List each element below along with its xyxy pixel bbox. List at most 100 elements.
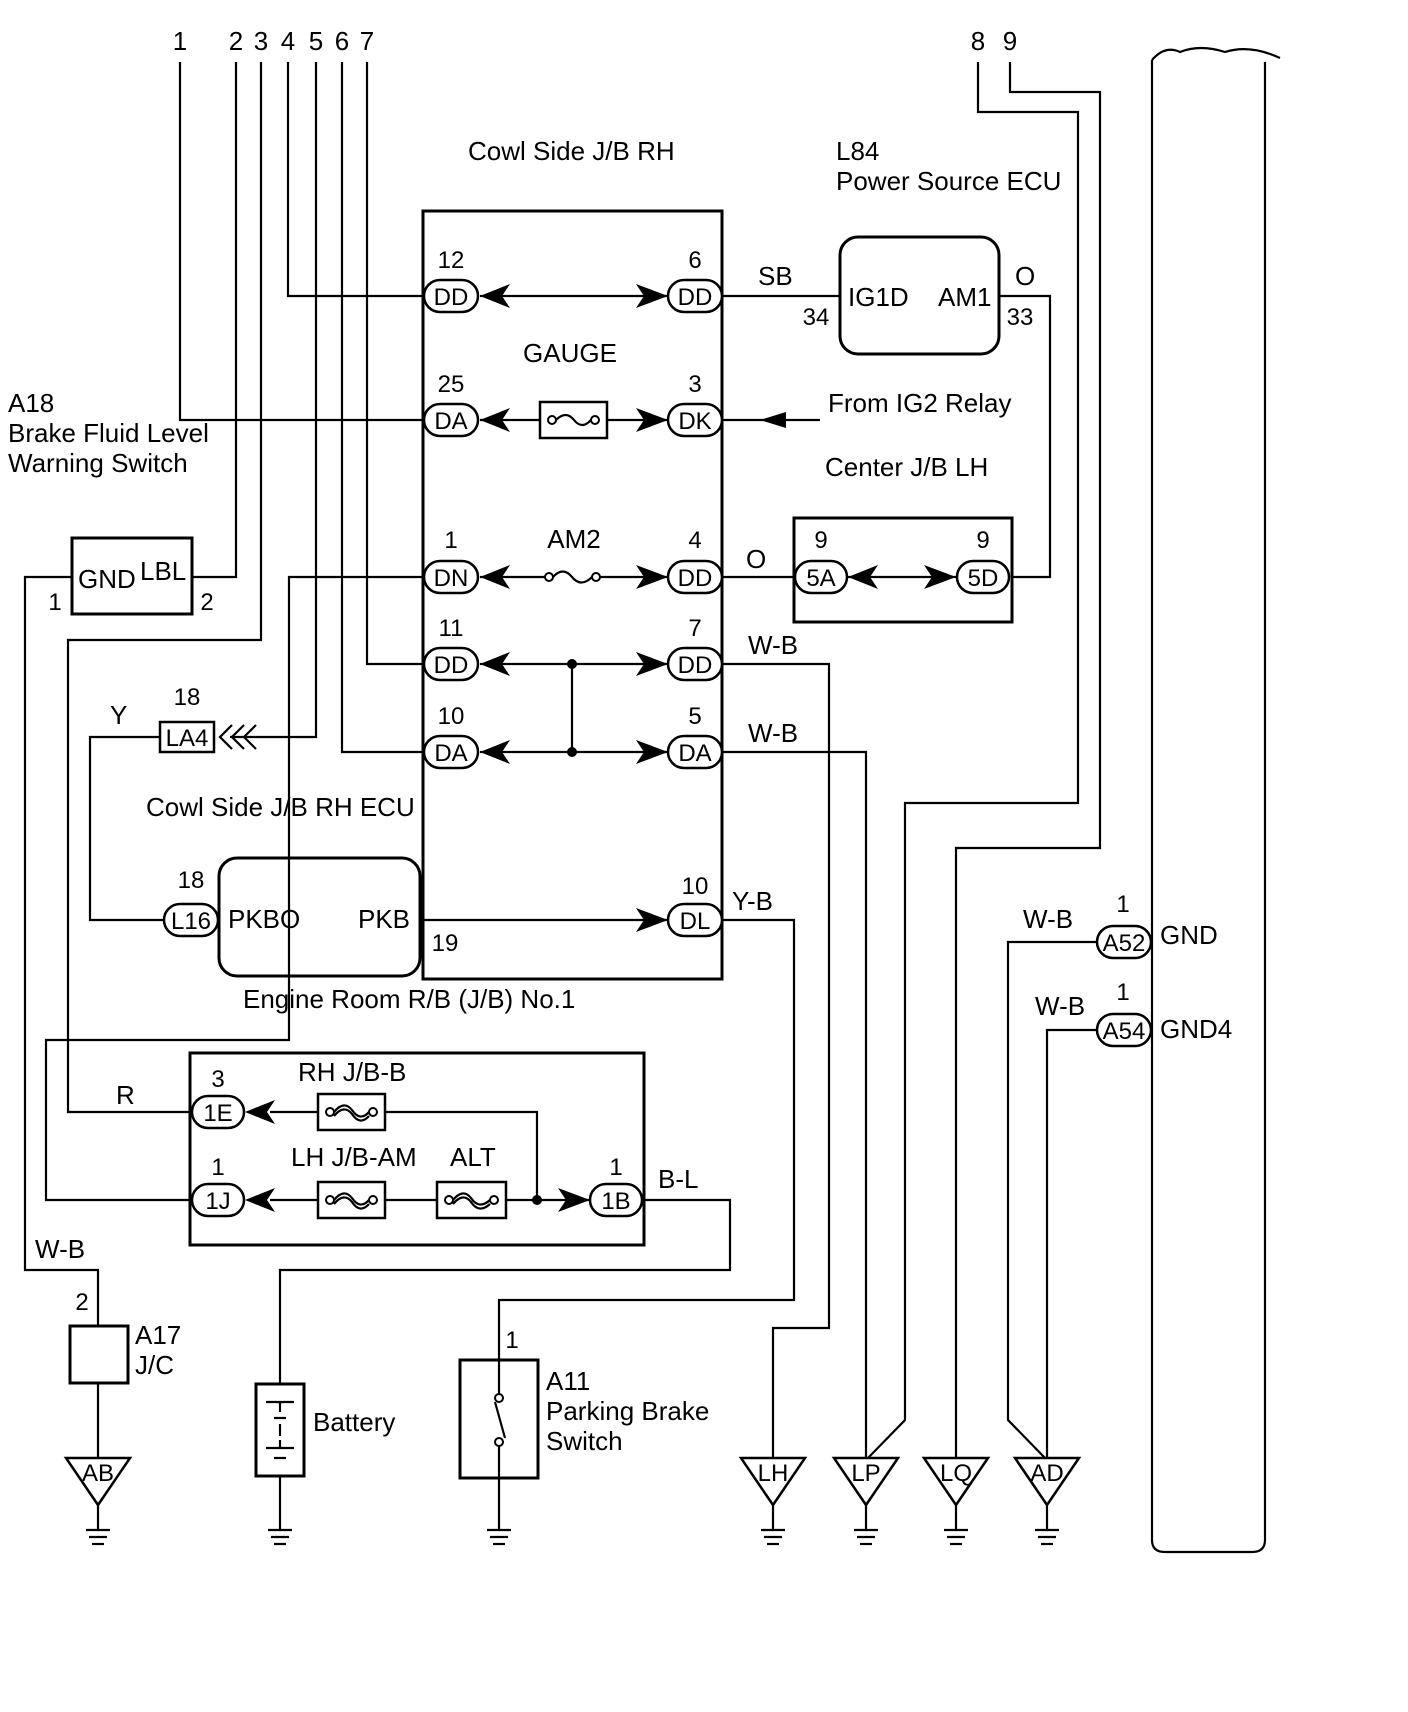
ground-label: LQ <box>940 1460 972 1487</box>
col-3: 3 <box>254 26 268 56</box>
pin-number: 10 <box>438 703 465 730</box>
wire-color-wb-a52: W-B <box>1023 904 1073 934</box>
a11-label: A11 <box>546 1366 590 1396</box>
l84-label: L84 <box>836 136 879 166</box>
pin-number: 9 <box>814 527 827 554</box>
junction-dot <box>567 747 577 757</box>
connector-label: DK <box>678 408 711 435</box>
connector-la4-18 <box>158 720 216 754</box>
rh-jb-b-fuse <box>316 1092 387 1132</box>
pin-number: 1 <box>211 1154 224 1181</box>
pin-number: 9 <box>976 527 989 554</box>
wire-color-r: R <box>116 1080 135 1110</box>
ground-label: LH <box>758 1460 789 1487</box>
connector-label: 1B <box>601 1188 630 1215</box>
connector-label: DD <box>434 284 469 311</box>
ground-battery <box>268 1528 292 1546</box>
col-1: 1 <box>173 26 187 56</box>
connector-da-5 <box>666 734 724 770</box>
junction-dot <box>532 1195 542 1205</box>
pin-number: 18 <box>174 684 201 711</box>
pin-number: 34 <box>803 304 830 331</box>
connector-arrows <box>245 284 956 1212</box>
alt-fuse <box>435 1180 508 1220</box>
gnd4-terminal: GND4 <box>1160 1014 1232 1044</box>
col-9: 9 <box>1003 26 1017 56</box>
connector-label: 1J <box>205 1188 230 1215</box>
lbl-terminal: LBL <box>140 556 186 586</box>
wire-color-wb-a17: W-B <box>35 1234 85 1264</box>
wire-color-o-dd4: O <box>746 544 766 574</box>
pin-number: 1 <box>444 527 457 554</box>
pin-number: 5 <box>688 703 701 730</box>
rh-jb-b-label: RH J/B-B <box>298 1057 406 1087</box>
wire-color-wb-a54: W-B <box>1035 991 1085 1021</box>
ground-label: LP <box>851 1460 880 1487</box>
connector-dl-10 <box>666 902 724 938</box>
pin-number: 33 <box>1007 304 1034 331</box>
col-2: 2 <box>229 26 243 56</box>
cowl-jb-rh-ecu-box <box>217 856 422 978</box>
connector-dd-12 <box>422 278 480 314</box>
col-4: 4 <box>281 26 295 56</box>
wire-color-labels: SB O O W-B W-B Y Y-B R B-L W-B W-B W-B <box>35 261 1085 1264</box>
connector-label: DA <box>434 408 467 435</box>
am2-label: AM2 <box>547 524 600 554</box>
connector-a52-1 <box>1095 924 1153 960</box>
ground-lq: LQ <box>921 1456 991 1546</box>
power-source-ecu-label: Power Source ECU <box>836 166 1061 196</box>
connector-1j-1 <box>190 1182 246 1218</box>
from-ig2-relay-label: From IG2 Relay <box>828 388 1012 418</box>
a18-label: A18 <box>8 388 54 418</box>
connector-a54-1 <box>1095 1012 1153 1048</box>
pin-number: 10 <box>682 873 709 900</box>
pin-number: 2 <box>75 1289 88 1316</box>
connector-label: DN <box>434 565 469 592</box>
engine-room-rb-box <box>188 1051 646 1247</box>
ground-switch <box>487 1528 511 1546</box>
battery-symbol <box>254 1382 306 1478</box>
wire-color-o-am1: O <box>1015 261 1035 291</box>
ground-label: AD <box>1030 1460 1063 1487</box>
connector-dd-7 <box>666 646 724 682</box>
connector-dd-4 <box>666 559 724 595</box>
ground-ad: AD <box>1012 1456 1082 1546</box>
col-8: 8 <box>971 26 985 56</box>
column-numbers: 1 2 3 4 5 6 7 8 9 <box>173 26 1017 56</box>
ground-ab: AB <box>63 1456 133 1546</box>
parking-brake-switch-symbol <box>458 1358 540 1480</box>
connector-label: LA4 <box>166 725 209 752</box>
pin-number: 25 <box>438 371 465 398</box>
pin-number: 1 <box>505 1327 518 1354</box>
wire-color-bl: B-L <box>658 1164 698 1194</box>
col-7: 7 <box>360 26 374 56</box>
la4-chevrons <box>218 724 257 750</box>
connector-1b-1 <box>588 1182 644 1218</box>
gauge-label: GAUGE <box>523 338 617 368</box>
wire-color-sb: SB <box>758 261 793 291</box>
cowl-jb-rh-ecu-label: Cowl Side J/B RH ECU <box>146 792 415 822</box>
connector-label: 1E <box>203 1100 232 1127</box>
am1-terminal: AM1 <box>938 282 991 312</box>
col-5: 5 <box>309 26 323 56</box>
connector-dk-3 <box>666 402 724 438</box>
center-jb-lh-label: Center J/B LH <box>825 452 988 482</box>
pin-number: 4 <box>688 527 701 554</box>
pin-number: 19 <box>432 930 459 957</box>
cowl-jb-rh-box <box>421 209 724 981</box>
connector-da-10 <box>422 734 480 770</box>
connector-1e-3 <box>190 1094 246 1130</box>
ig1d-terminal: IG1D <box>848 282 909 312</box>
wire-color-yb: Y-B <box>732 886 773 916</box>
connector-label: A54 <box>1103 1018 1146 1045</box>
pin-number: 7 <box>688 615 701 642</box>
pkb-terminal: PKB <box>358 904 410 934</box>
battery-label: Battery <box>313 1407 395 1437</box>
connector-label: 5D <box>968 565 999 592</box>
pin-number: 1 <box>1116 891 1129 918</box>
brake-fluid-label: Brake Fluid Level <box>8 418 209 448</box>
connector-5d-9 <box>955 559 1011 595</box>
pin-number: 3 <box>211 1066 224 1093</box>
switch-label: Switch <box>546 1426 623 1456</box>
